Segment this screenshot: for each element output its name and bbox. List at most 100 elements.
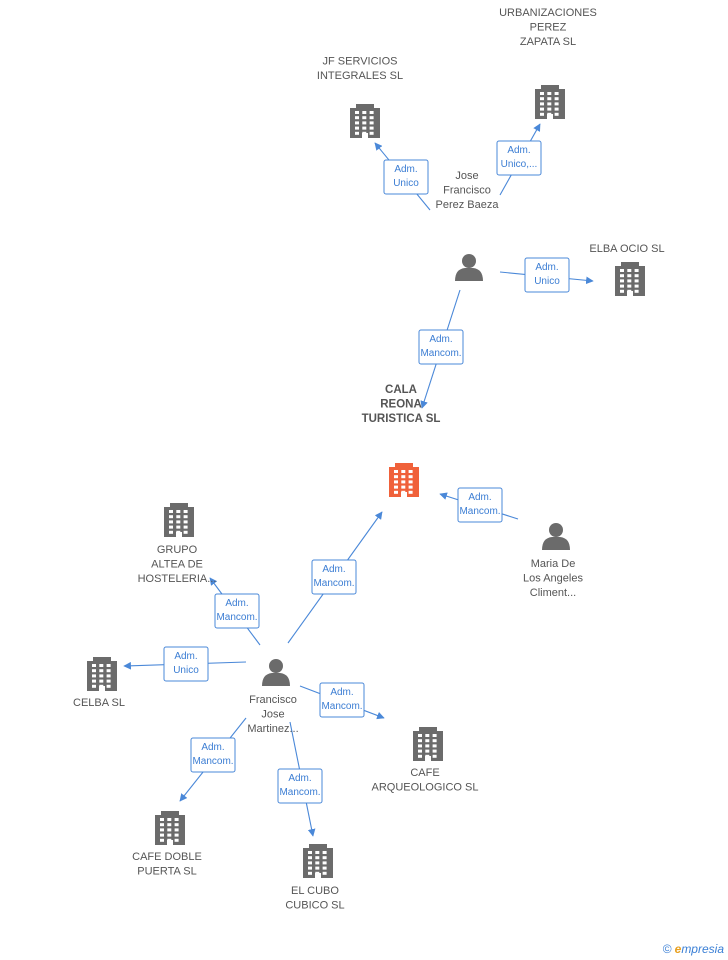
building-window [408, 490, 413, 494]
edge-maria-cala[interactable]: Adm.Mancom. [439, 487, 519, 523]
edge-fran-cafearq[interactable]: Adm.Mancom. [299, 682, 385, 720]
building-window [315, 861, 320, 865]
role-box[interactable] [277, 768, 323, 804]
building-door [315, 873, 321, 878]
role-label: Mancom. [420, 348, 461, 359]
node-celba[interactable]: CELBA SL [73, 657, 125, 709]
role-box[interactable] [383, 159, 429, 195]
building-window [418, 734, 422, 737]
building-window [92, 664, 96, 667]
building-window [322, 866, 327, 870]
building-window [634, 284, 639, 288]
node-label: CAFE [410, 767, 439, 779]
role-box[interactable] [214, 593, 260, 629]
edge-jose-urb[interactable]: Adm.Unico,... [496, 123, 542, 196]
node-label: URBANIZACIONES [499, 7, 597, 19]
building-window [432, 754, 437, 758]
building-window [92, 669, 96, 673]
building-window [540, 92, 544, 95]
edge-jose-cala[interactable]: Adm.Mancom. [418, 289, 464, 409]
building-window [627, 284, 632, 288]
building-window [547, 92, 552, 95]
building-window [369, 116, 374, 120]
building-window [160, 823, 164, 827]
building-window [106, 674, 111, 678]
role-label: Unico [393, 178, 419, 189]
role-box[interactable] [319, 682, 365, 718]
node-cafearq[interactable]: CAFE ARQUEOLOGICO SL [372, 727, 479, 794]
role-box[interactable] [496, 140, 542, 176]
edge-fran-celba[interactable]: Adm.Unico [123, 646, 247, 682]
building-window [634, 269, 639, 272]
building-window [106, 669, 111, 673]
edge-fran-cala[interactable]: Adm.Mancom. [287, 511, 383, 644]
building-window [540, 112, 544, 116]
building-window [554, 92, 559, 95]
role-box[interactable] [190, 737, 236, 773]
role-box[interactable] [418, 329, 464, 365]
node-label: Maria De [531, 558, 576, 570]
building-window [174, 833, 179, 837]
building-window [99, 679, 104, 683]
edges-layer: Adm.UnicoAdm.Unico,...Adm.UnicoAdm.Manco… [123, 123, 594, 837]
building-window [394, 490, 398, 494]
building-window [394, 475, 398, 479]
building-window [369, 121, 374, 125]
node-label: Francisco [249, 694, 297, 706]
node-label: Jose [261, 709, 284, 721]
building-window [322, 861, 327, 865]
building-window [355, 111, 359, 114]
node-elba[interactable]: ELBA OCIO SL [589, 243, 665, 296]
role-label: Adm. [174, 651, 197, 662]
building-window [167, 833, 172, 837]
edge-fran-cafedoble[interactable]: Adm.Mancom. [179, 717, 247, 802]
edge-jose-elba[interactable]: Adm.Unico [499, 257, 594, 293]
building-window [425, 739, 430, 743]
building-window [432, 739, 437, 743]
node-label: Martinez... [247, 723, 298, 735]
role-box[interactable] [524, 257, 570, 293]
building-window [322, 851, 327, 854]
role-box[interactable] [311, 559, 357, 595]
building-door [99, 686, 105, 691]
empresia-logo[interactable]: ©empresia [663, 942, 724, 956]
building-window [425, 744, 430, 748]
edge-fran-cubo[interactable]: Adm.Mancom. [277, 721, 323, 837]
building-window [408, 475, 413, 479]
jose-person-icon [455, 254, 483, 281]
node-label: ARQUEOLOGICO SL [372, 782, 479, 794]
role-box[interactable] [457, 487, 503, 523]
person-head [549, 523, 563, 537]
person-head [269, 659, 283, 673]
edge-fran-grupo[interactable]: Adm.Mancom. [209, 577, 261, 646]
building-window [308, 856, 312, 860]
role-box[interactable] [163, 646, 209, 682]
building-window [627, 279, 632, 283]
building-window [620, 279, 624, 283]
edge-jose-jf[interactable]: Adm.Unico [374, 142, 431, 211]
node-fran[interactable]: FranciscoJoseMartinez... [247, 659, 299, 735]
building-window [99, 674, 104, 678]
building-window [620, 289, 624, 293]
node-label: PUERTA SL [137, 866, 197, 878]
building-window [620, 284, 624, 288]
building-window [308, 861, 312, 865]
building-window [634, 289, 639, 293]
role-label: Adm. [322, 564, 345, 575]
node-label: Los Angeles [523, 573, 583, 585]
building-window [369, 111, 374, 114]
fran-person-icon [262, 659, 290, 686]
role-label: Adm. [535, 262, 558, 273]
building-window [174, 838, 179, 842]
brand-name: mpresia [681, 942, 724, 956]
building-window [634, 279, 639, 283]
